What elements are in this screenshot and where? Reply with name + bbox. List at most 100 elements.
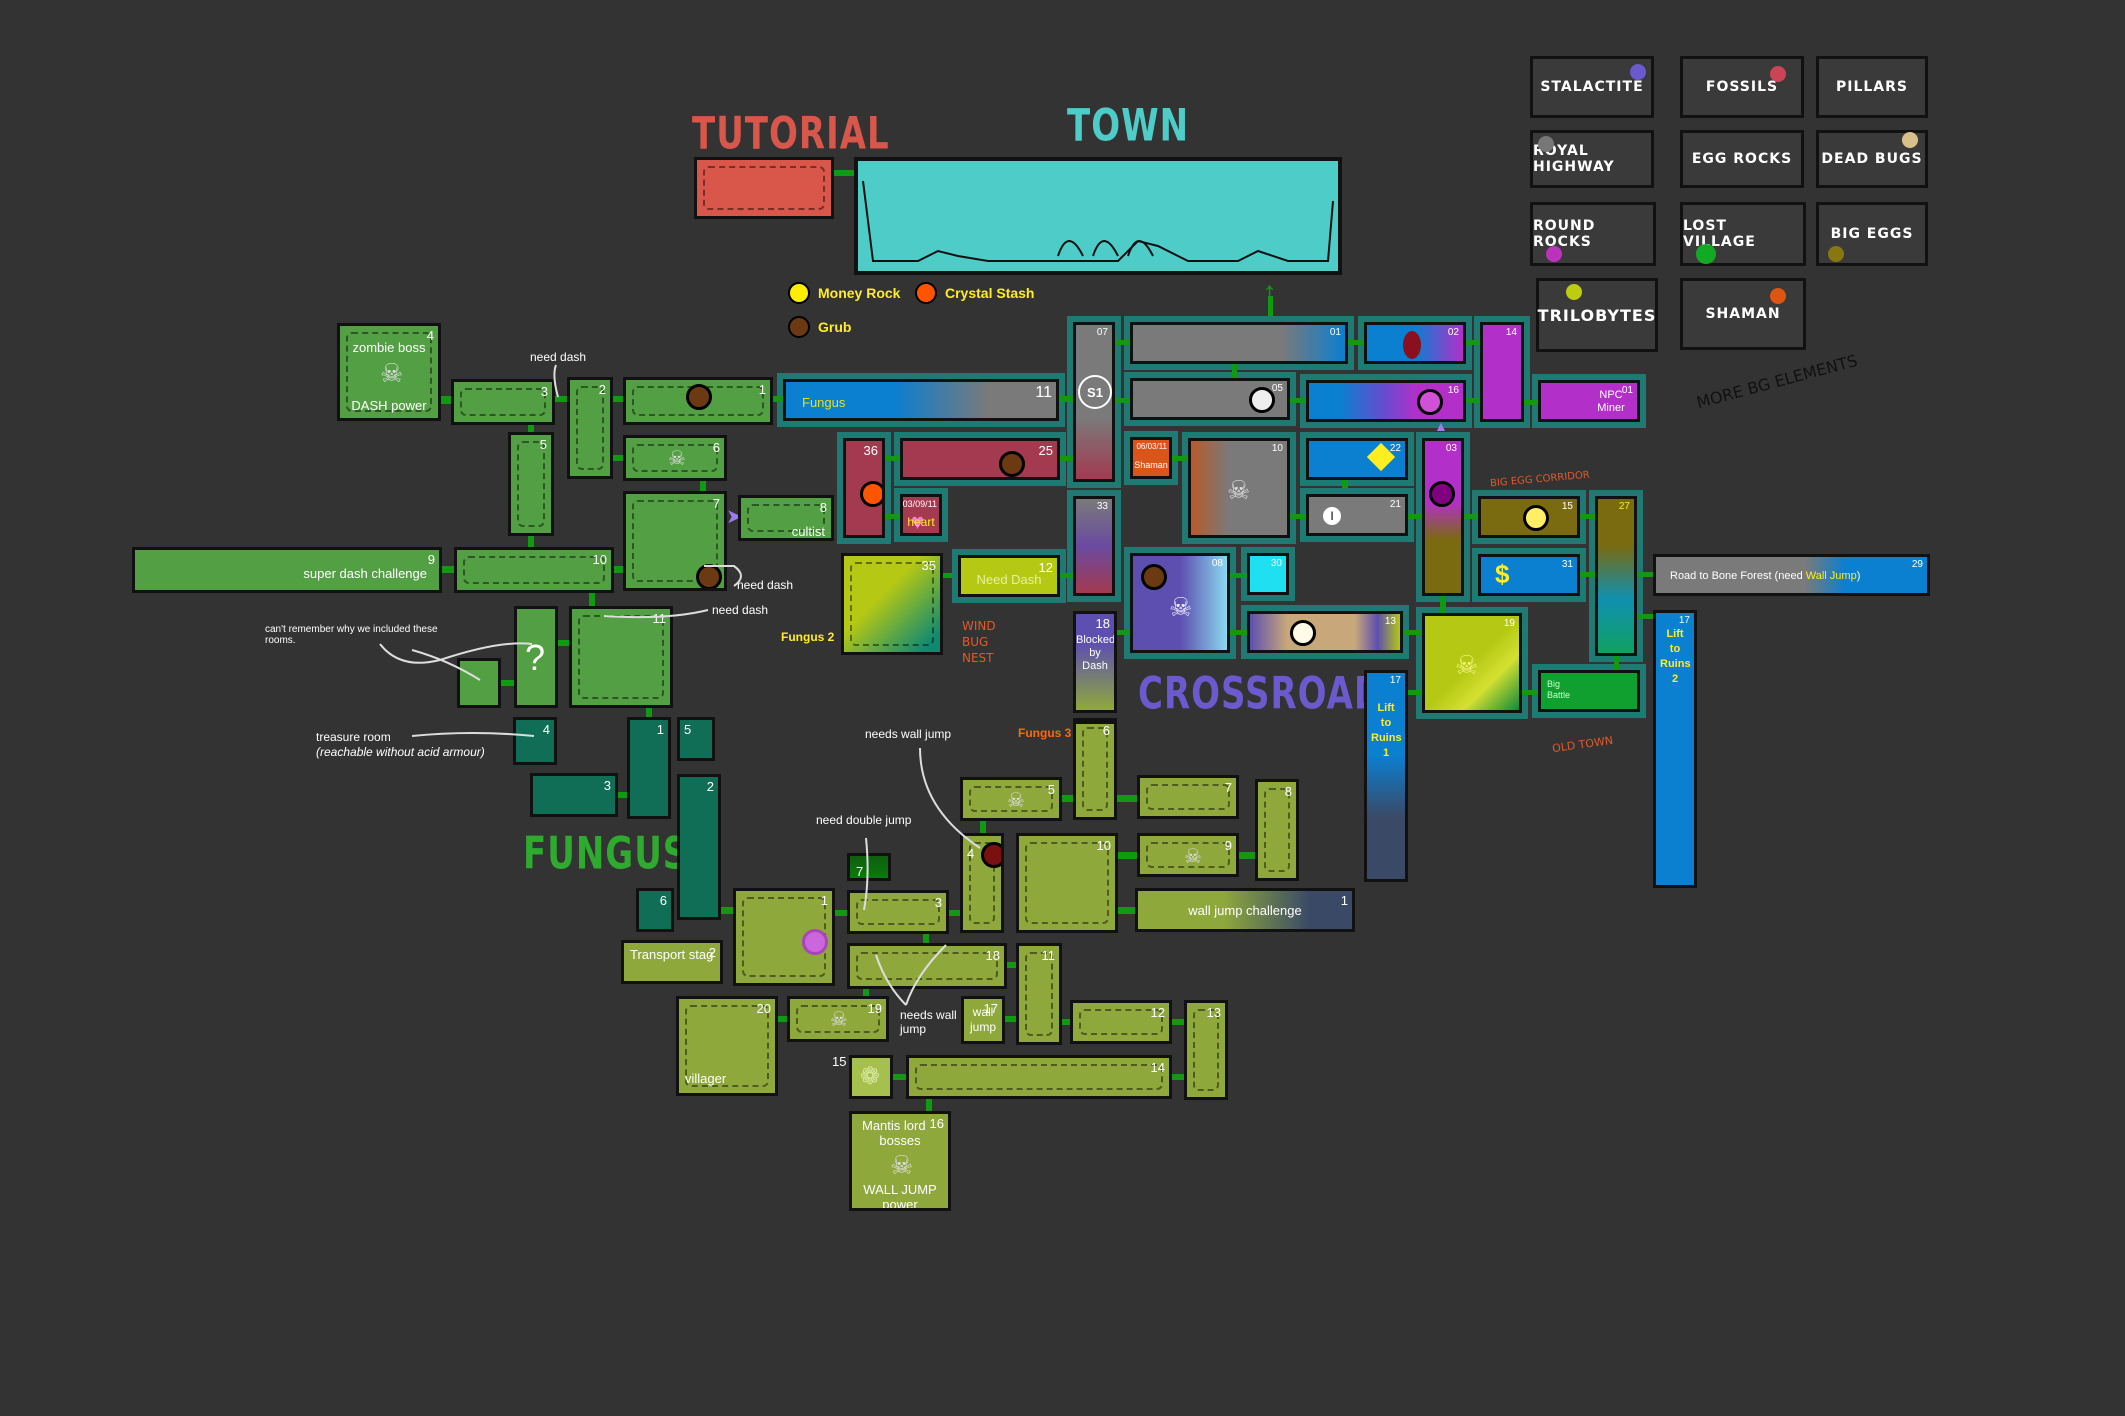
room-label: Blocked by Dash [1076, 634, 1116, 672]
lower-room-7[interactable]: 7 [847, 853, 891, 881]
acid-room-1[interactable]: 1 [627, 717, 671, 819]
connector [1580, 572, 1595, 577]
crossroads-room-02[interactable]: 02 [1358, 316, 1472, 370]
crossroads-room-10[interactable]: 10☠ [1182, 432, 1296, 544]
fungus-room-6[interactable]: 6☠ [623, 435, 727, 481]
lower-room-1[interactable]: 1 [733, 888, 835, 986]
crossroads-room-03[interactable]: 03 [1416, 432, 1470, 602]
bg-element-label: ROUND ROCKS [1533, 218, 1596, 250]
crossroads-room-31[interactable]: 31$ [1472, 548, 1586, 602]
fungus-room-11[interactable]: 11 [569, 606, 673, 708]
town-room[interactable] [854, 157, 1342, 275]
lower-room-5[interactable]: 5☠ [960, 777, 1062, 821]
lower-room-10[interactable]: 10 [1016, 833, 1118, 933]
lower-room-8[interactable]: 8 [1255, 779, 1299, 881]
crossroads-room-15[interactable]: 15 [1472, 490, 1586, 544]
room-number: 36 [863, 443, 878, 458]
fungus-room-3[interactable]: 3 [451, 379, 555, 425]
lower-room-15[interactable]: ❁ [849, 1055, 893, 1099]
stag-station-icon: S1 [1078, 375, 1112, 409]
crossroads-room-22[interactable]: 22 [1300, 432, 1414, 486]
acid-room-5[interactable]: 5 [677, 717, 715, 761]
lower-room-12[interactable]: 12 [1070, 1000, 1172, 1044]
lower-room-13[interactable]: 13 [1184, 1000, 1228, 1100]
needs-wall-jump-note-2: needs wall jump [900, 1008, 957, 1036]
room-number: 5 [1047, 782, 1055, 797]
tutorial-room[interactable] [694, 157, 834, 219]
fungus-3-label: Fungus 3 [1018, 726, 1072, 740]
acid-room-4[interactable]: 4 [513, 717, 557, 765]
need-dash-note-3: need dash [712, 603, 769, 617]
crossroads-room-30[interactable]: 30 [1241, 547, 1295, 601]
room-number: 11 [1041, 948, 1056, 963]
crossroads-room-heart[interactable]: 03/09/11♥heart [894, 488, 948, 542]
lower-room-3[interactable]: 3 [847, 890, 949, 934]
room-number: 15 [832, 1054, 847, 1069]
fungus-room-7[interactable]: 7 [623, 491, 727, 591]
room-label: Shaman [1134, 460, 1168, 470]
more-bg-elements-note: MORE BG ELEMENTS [1694, 350, 1860, 413]
crossroads-room-16[interactable]: 16 [1300, 374, 1472, 428]
crossroads-room-14[interactable]: 14 [1474, 316, 1530, 428]
crossroads-room-01[interactable]: 01 [1124, 316, 1354, 370]
connector [1348, 340, 1364, 345]
connector [949, 910, 960, 916]
fungus-room-2[interactable]: 2 [567, 377, 613, 479]
lower-room-14[interactable]: 14 [906, 1055, 1172, 1099]
fungus-room-small[interactable] [457, 658, 501, 708]
lower-room-7b[interactable]: 7 [1137, 775, 1239, 819]
acid-room-2[interactable]: 2 [677, 774, 721, 920]
lower-room-19[interactable]: 19☠ [787, 996, 889, 1042]
acid-room-6[interactable]: 6 [636, 888, 674, 932]
crossroads-room-13[interactable]: 13 [1241, 605, 1409, 659]
fungus-room-10[interactable]: 10 [454, 547, 614, 593]
crossroads-room-35[interactable]: 35 [841, 553, 943, 655]
room-label: cultist [791, 524, 825, 539]
lower-room-6[interactable]: 6 [1073, 718, 1117, 820]
lower-room-4[interactable]: 4 [960, 833, 1004, 933]
crossroads-room-19[interactable]: 19☠ [1416, 607, 1528, 719]
boss-skull-icon: ☠ [1169, 592, 1193, 622]
lower-room-18[interactable]: 18 [847, 943, 1007, 989]
crossroads-room-27[interactable]: 27 [1589, 490, 1643, 662]
connector [618, 792, 627, 798]
fungus-room-1[interactable]: 1 [623, 377, 773, 425]
crossroads-room-36[interactable]: 36 [837, 432, 891, 544]
lower-room-11[interactable]: 11 [1016, 943, 1062, 1045]
fungus3-room-6-connect[interactable] [1073, 718, 1117, 724]
fungus-room-5[interactable]: 5 [508, 432, 554, 536]
crossroads-room-25[interactable]: 25 [894, 432, 1066, 486]
connector [613, 396, 623, 402]
crossroads-room-33[interactable]: 33 [1067, 490, 1121, 602]
tutorial-title: TUTORIAL [692, 108, 890, 160]
acid-room-3[interactable]: 3 [530, 773, 618, 817]
crossroads-room-big-battle[interactable]: Big Battle [1532, 664, 1646, 718]
fungus-room-question[interactable]: ? [514, 606, 558, 708]
lower-room-9[interactable]: 9☠ [1137, 833, 1239, 877]
crossroads-room-08[interactable]: 08☠ [1124, 547, 1236, 659]
connector [1580, 514, 1595, 519]
room-number: 3 [934, 895, 942, 910]
connector [773, 396, 783, 402]
room-number: 06/03/11 [1136, 442, 1167, 451]
crossroads-room-05[interactable]: 05 [1124, 372, 1296, 426]
room-number: 35 [921, 558, 936, 573]
